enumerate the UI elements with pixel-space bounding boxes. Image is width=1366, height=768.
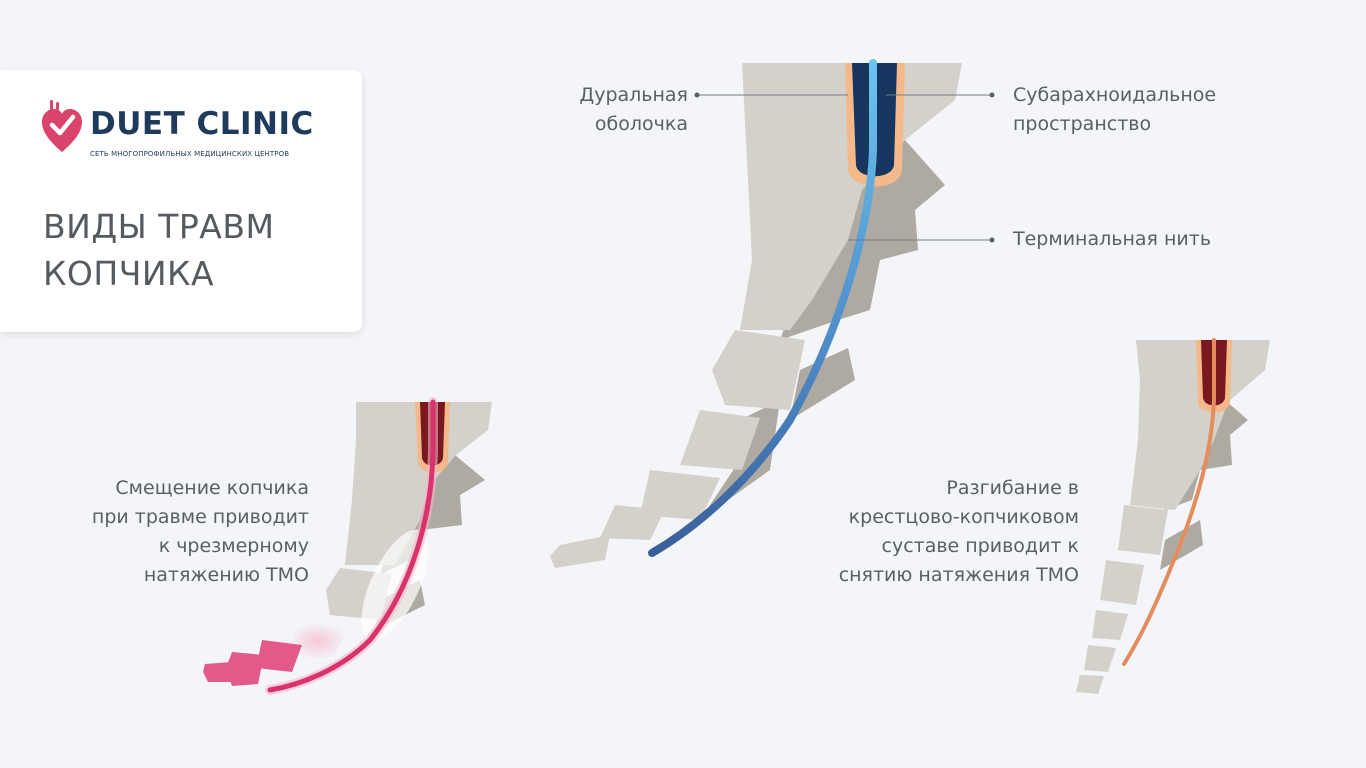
title-line-1: ВИДЫ ТРАВМ xyxy=(43,207,275,246)
label-displacement-line-3: к чрезмерному xyxy=(158,535,309,557)
extension-coccyx-diagram xyxy=(1076,338,1270,694)
label-extension-line-4: снятию натяжения ТМО xyxy=(838,564,1079,586)
displacement-coccyx-diagram xyxy=(203,397,492,695)
leader-terminal-dot xyxy=(989,237,995,243)
right-coccyx-segment-1 xyxy=(1118,505,1168,555)
label-extension-line-1: Разгибание в xyxy=(946,477,1079,499)
label-dural-line-2: оболочка xyxy=(594,113,688,135)
label-displacement: Смещение копчика при травме приводит к ч… xyxy=(92,474,309,590)
label-displacement-line-4: натяжению ТМО xyxy=(143,564,309,586)
left-coccyx-tip xyxy=(203,662,232,682)
logo[interactable]: DUET CLINIC СЕТЬ МНОГОПРОФИЛЬНЫХ МЕДИЦИН… xyxy=(40,100,340,160)
label-extension-line-3: суставе приводит к xyxy=(881,535,1080,557)
label-terminal-filament: Терминальная нить xyxy=(1013,225,1211,254)
right-coccyx-segment-3 xyxy=(1092,610,1128,640)
label-dural-membrane: Дуральная оболочка xyxy=(579,81,688,139)
normal-coccyx-diagram xyxy=(550,59,995,568)
coccyx-segment-3 xyxy=(640,470,720,520)
brand-tagline: СЕТЬ МНОГОПРОФИЛЬНЫХ МЕДИЦИНСКИХ ЦЕНТРОВ xyxy=(90,150,290,158)
leader-dural-dot xyxy=(694,92,700,98)
label-displacement-line-2: при травме приводит xyxy=(91,506,309,528)
heart-check-icon xyxy=(42,100,82,152)
leader-subarachnoid-dot xyxy=(989,92,995,98)
label-subarachnoid-space: Субарахноидальное пространство xyxy=(1013,81,1216,139)
right-coccyx-segment-2 xyxy=(1100,560,1144,605)
right-coccyx-tip xyxy=(1076,675,1104,694)
label-extension: Разгибание в крестцово-копчиковом сустав… xyxy=(839,474,1079,590)
filum-terminale xyxy=(648,59,877,557)
page-title: ВИДЫ ТРАВМ КОПЧИКА xyxy=(43,203,274,297)
label-dural-line-1: Дуральная xyxy=(579,84,688,106)
left-sacrum-bone xyxy=(345,402,492,565)
coccyx-segment-2 xyxy=(680,410,760,470)
lower-process-shadow xyxy=(790,348,855,420)
label-displacement-line-1: Смещение копчика xyxy=(115,477,309,499)
coccyx-segment-4 xyxy=(600,505,665,540)
left-filum-terminale xyxy=(267,399,436,693)
left-coccyx-segment-4 xyxy=(226,652,264,686)
left-coccyx-segment-2 xyxy=(288,622,348,660)
label-subarachnoid-line-1: Субарахноидальное xyxy=(1013,84,1217,106)
right-coccyx-segment-4 xyxy=(1084,645,1116,672)
label-subarachnoid-line-2: пространство xyxy=(1013,113,1152,135)
title-line-2: КОПЧИКА xyxy=(43,254,215,293)
label-extension-line-2: крестцово-копчиковом xyxy=(848,506,1079,528)
coccyx-tip xyxy=(550,535,610,568)
right-sacrum-bone xyxy=(1130,340,1270,510)
right-filum-terminale xyxy=(1122,338,1216,666)
title-card: DUET CLINIC СЕТЬ МНОГОПРОФИЛЬНЫХ МЕДИЦИН… xyxy=(0,70,362,332)
left-coccyx-segment-3 xyxy=(256,640,302,672)
sacrum-bone xyxy=(740,63,962,330)
brand-name: DUET CLINIC xyxy=(90,106,314,142)
coccyx-segment-1 xyxy=(712,330,805,410)
label-terminal-text: Терминальная нить xyxy=(1013,228,1212,250)
